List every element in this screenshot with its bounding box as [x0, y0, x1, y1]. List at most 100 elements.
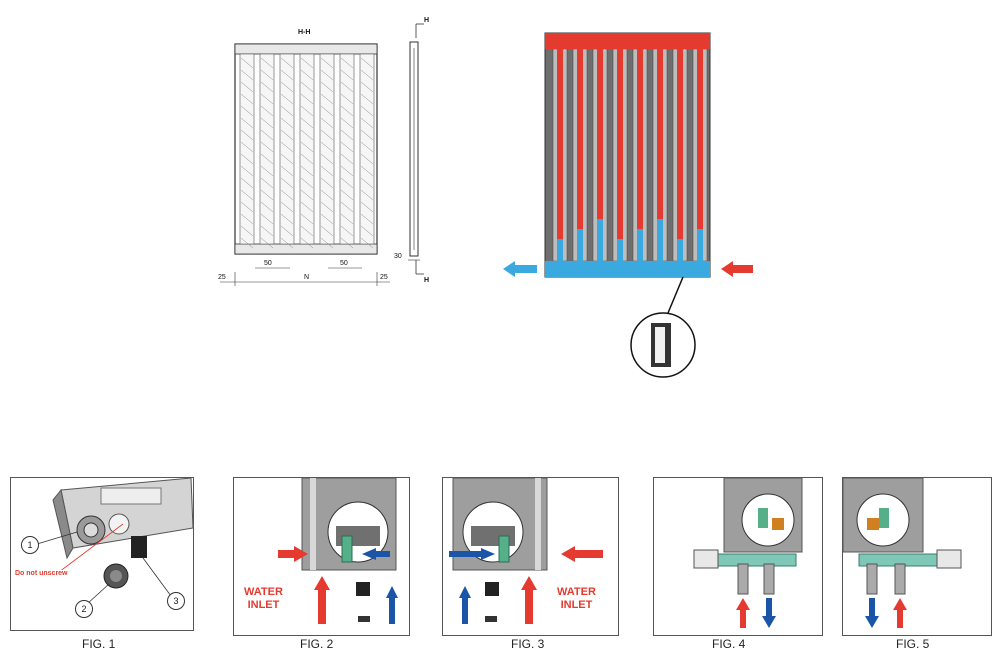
- tube-hatch: [300, 141, 314, 153]
- fig5-valve-illustration: [843, 478, 962, 628]
- tube-hatch: [240, 213, 254, 225]
- fig3-label: FIG. 3: [511, 637, 545, 651]
- tube-hatch: [280, 237, 294, 249]
- tube-hatch: [260, 69, 274, 81]
- callout-1: 1: [21, 536, 39, 554]
- tube-hatch: [260, 129, 274, 141]
- callout-3: 3: [167, 592, 185, 610]
- side-view: [409, 41, 419, 257]
- tube-hatch: [260, 153, 274, 165]
- tube-hatch: [300, 81, 314, 93]
- tube-hatch: [280, 81, 294, 93]
- tube-hatch: [320, 105, 334, 117]
- flow-tube-array: [552, 48, 708, 262]
- hot-flow: [637, 49, 643, 229]
- valve-knob: [693, 549, 719, 569]
- dim-left-margin: 25: [218, 274, 226, 281]
- tube-hatch: [300, 117, 314, 129]
- hot-flow: [677, 49, 683, 239]
- tube-hatch: [300, 213, 314, 225]
- top-collector: [234, 43, 378, 55]
- tube-hatch: [320, 153, 334, 165]
- fig4-valve-illustration: [693, 478, 803, 628]
- tube-hatch: [320, 177, 334, 189]
- water-inlet-label: WATER INLET: [244, 586, 283, 611]
- tube-hatch: [240, 141, 254, 153]
- tube-hatch: [280, 165, 294, 177]
- hot-flow: [577, 49, 583, 229]
- dim-pitch-left: 50: [264, 260, 272, 267]
- tube-hatch: [260, 213, 274, 225]
- tube-hatch: [340, 141, 354, 153]
- tube: [279, 53, 295, 245]
- tube-hatch: [280, 213, 294, 225]
- tube-hatch: [300, 105, 314, 117]
- tube-hatch: [320, 213, 334, 225]
- tube-hatch: [240, 177, 254, 189]
- tube-hatch: [280, 177, 294, 189]
- tube-hatch: [240, 105, 254, 117]
- hot-flow: [697, 49, 703, 229]
- tube-hatch: [340, 93, 354, 105]
- tube: [299, 53, 315, 245]
- tube-hatch: [360, 129, 374, 141]
- tube-hatch: [340, 213, 354, 225]
- tube-hatch: [340, 153, 354, 165]
- tube-hatch: [240, 237, 254, 249]
- tube-hatch: [260, 189, 274, 201]
- outlet-arrow: [503, 261, 537, 277]
- tube-hatch: [240, 69, 254, 81]
- fig1-panel: 1 2 3 Do not unscrew: [10, 477, 194, 631]
- tube-hatch: [320, 201, 334, 213]
- tube-hatch: [320, 57, 334, 69]
- tube-hatch: [360, 69, 374, 81]
- tube-hatch: [300, 177, 314, 189]
- tube-hatch: [360, 153, 374, 165]
- cold-header: [545, 261, 710, 277]
- fig2-panel: WATER INLET: [233, 477, 410, 636]
- section-label: H-H: [298, 29, 310, 36]
- fig1-label: FIG. 1: [82, 637, 116, 651]
- do-not-unscrew-note: Do not unscrew: [15, 570, 68, 577]
- tube: [239, 53, 255, 245]
- tube-hatch: [260, 57, 274, 69]
- tube-hatch: [300, 201, 314, 213]
- tube-hatch: [320, 69, 334, 81]
- dim-depth: 30: [394, 253, 402, 260]
- tube-hatch: [360, 237, 374, 249]
- hot-flow: [597, 49, 603, 219]
- hot-flow: [657, 49, 663, 219]
- tube: [319, 53, 335, 245]
- tube-hatch: [240, 165, 254, 177]
- tube-hatch: [240, 153, 254, 165]
- fig5-label: FIG. 5: [896, 637, 930, 651]
- radiator-technical-drawing: H-H H H 30 50 50 25 N 25: [218, 17, 429, 286]
- tube-hatch: [260, 237, 274, 249]
- tube-hatch: [260, 117, 274, 129]
- cold-flow: [617, 239, 623, 261]
- tube-hatch: [320, 165, 334, 177]
- clip-3: [131, 536, 147, 558]
- bottom-collector: [234, 243, 378, 255]
- cold-flow: [597, 219, 603, 261]
- tube-hatch: [280, 225, 294, 237]
- hot-flow: [557, 49, 563, 239]
- tube-hatch: [360, 57, 374, 69]
- tube-hatch: [280, 105, 294, 117]
- tube-hatch: [280, 153, 294, 165]
- cold-flow: [637, 229, 643, 261]
- tube-hatch: [340, 165, 354, 177]
- tube-hatch: [320, 189, 334, 201]
- tube-hatch: [340, 237, 354, 249]
- callout-2: 2: [75, 600, 93, 618]
- tube-hatch: [300, 93, 314, 105]
- tube-hatch: [280, 141, 294, 153]
- cold-flow: [657, 219, 663, 261]
- tube-hatch: [300, 189, 314, 201]
- tube-hatch: [280, 117, 294, 129]
- tube-hatch: [260, 225, 274, 237]
- tube-hatch: [260, 201, 274, 213]
- fig3-panel: WATER INLET: [442, 477, 619, 636]
- tube-hatch: [280, 93, 294, 105]
- tube-hatch: [320, 81, 334, 93]
